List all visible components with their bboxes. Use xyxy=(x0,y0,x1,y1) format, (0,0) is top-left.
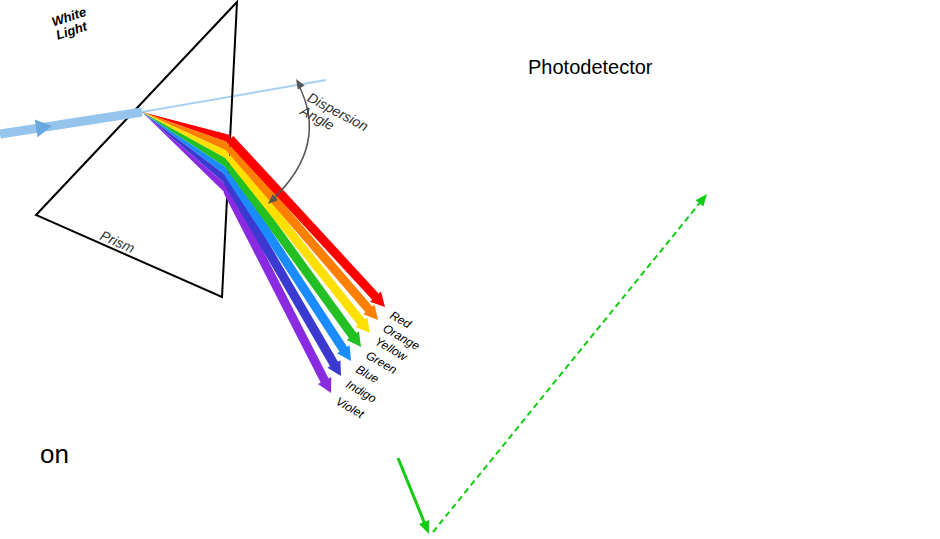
partial-text: on xyxy=(40,440,100,469)
prism-label: Prism xyxy=(98,228,159,266)
beam-arrowhead xyxy=(35,120,52,138)
angle-label: Dispersion Angle xyxy=(298,90,396,162)
detector-path xyxy=(398,194,707,534)
spectrum xyxy=(142,112,385,393)
angle-arc xyxy=(272,84,309,200)
dashed-arrow xyxy=(433,202,701,532)
solid-arrow xyxy=(398,458,425,524)
light-ray xyxy=(230,148,371,311)
light-beam xyxy=(0,112,142,134)
light-ray xyxy=(229,156,362,324)
dispersion-arc xyxy=(268,79,309,204)
white-light-beam xyxy=(0,112,142,137)
prism-outline xyxy=(36,2,237,297)
detector-label: Photodetector xyxy=(528,56,728,78)
spectrum-band xyxy=(142,112,229,177)
reference-line xyxy=(142,80,326,112)
light-ray xyxy=(230,139,377,298)
beam-label: White Light xyxy=(50,1,106,44)
spectrum-band xyxy=(142,112,228,195)
spectrum-band xyxy=(142,112,228,186)
arc-arrowhead xyxy=(296,79,305,90)
spectrum-band xyxy=(142,112,229,169)
arc-arrowhead xyxy=(268,194,278,204)
